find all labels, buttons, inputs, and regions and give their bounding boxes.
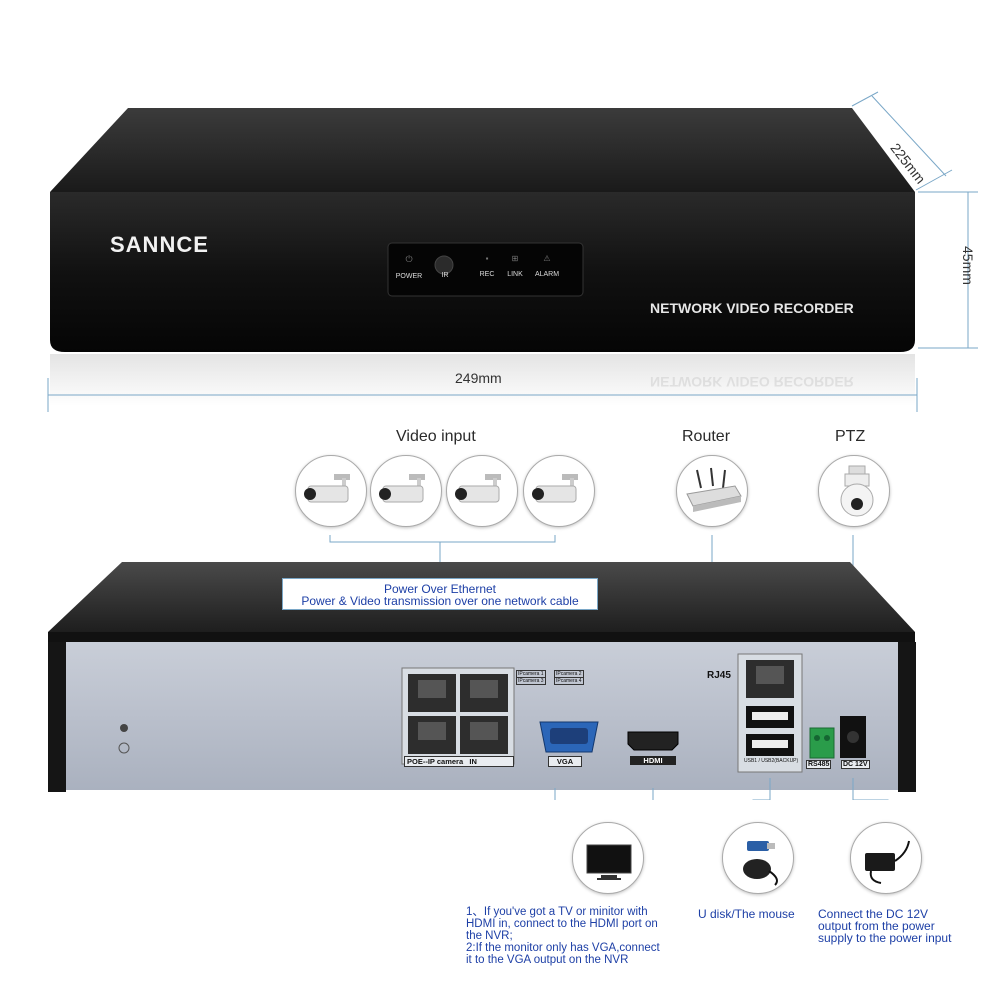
usb-mouse-badge <box>722 822 794 894</box>
monitor-caption-line: the NVR; <box>466 930 513 942</box>
front-top-surface <box>50 108 915 192</box>
hdmi-port-label: HDMI <box>630 756 676 765</box>
indicator-label: POWER <box>395 273 423 280</box>
indicator-label: REC <box>479 271 495 278</box>
router-icon <box>686 467 742 512</box>
panel-label-reflection: NETWORK VIDEO RECORDER <box>650 374 854 390</box>
poe-info-box: Power Over Ethernet Power & Video transm… <box>282 578 598 610</box>
ptz-badge <box>818 455 890 527</box>
monitor-caption-line: 1、If you've got a TV or minitor with <box>466 906 648 918</box>
power-caption: Connect the DC 12V output from the power… <box>818 908 998 944</box>
indicator-link: ⊞ LINK <box>500 254 530 278</box>
ip-camera-badge <box>523 455 595 527</box>
ptz-camera-icon <box>840 465 874 517</box>
power-adapter-badge <box>850 822 922 894</box>
usb-mouse-icon <box>743 841 778 886</box>
ip-camera-badge <box>370 455 442 527</box>
bullet-camera-icon <box>379 474 425 503</box>
nvr-front-view <box>47 91 978 412</box>
power-caption-line: output from the power <box>818 919 935 933</box>
monitor-badge <box>572 822 644 894</box>
monitor-caption-line: HDMI in, connect to the HDMI port on <box>466 918 658 930</box>
bullet-camera-icon <box>304 474 350 503</box>
ptz-title: PTZ <box>835 428 866 445</box>
ipcamera-label-grid: IPcamera 1 IPcamera 2 IPcamera 3 IPcamer… <box>516 670 588 685</box>
ir-sensor-icon: • <box>430 254 460 264</box>
video-input-title: Video input <box>396 428 476 445</box>
monitor-icon <box>586 844 632 880</box>
front-reflection <box>50 354 915 406</box>
ip-camera-badge <box>295 455 367 527</box>
power-caption-line: Connect the DC 12V <box>818 907 929 921</box>
indicator-label: IR <box>441 272 449 279</box>
router-title: Router <box>682 428 731 445</box>
monitor-caption-line: it to the VGA output on the NVR <box>466 954 629 966</box>
indicator-label: LINK <box>507 271 523 278</box>
indicator-label: ALARM <box>534 271 560 278</box>
router-badge <box>676 455 748 527</box>
monitor-caption-line: 2:If the monitor only has VGA,connect <box>466 942 660 954</box>
indicator-rec: ▪ REC <box>472 254 502 278</box>
monitor-caption: 1、If you've got a TV or minitor with HDM… <box>466 906 706 966</box>
usb-port-label: USB1 / USB2(BACKUP) <box>744 758 799 764</box>
ipcamera-label: IPcamera 3 <box>516 677 546 685</box>
network-icon: ⊞ <box>511 254 519 263</box>
indicator-power: ⏻ POWER <box>394 254 424 280</box>
poe-line-2: Power & Video transmission over one netw… <box>301 594 579 608</box>
rj45-port-label: RJ45 <box>707 670 731 681</box>
power-caption-line: supply to the power input <box>818 931 952 945</box>
poe-line-1: Power Over Ethernet <box>383 582 497 596</box>
width-dimension-label: 249mm <box>455 370 502 386</box>
indicator-panel <box>387 242 584 297</box>
brand-logo: SANNCE <box>110 232 209 257</box>
dc-port-label: DC 12V <box>841 760 870 769</box>
ip-camera-badge <box>446 455 518 527</box>
bullet-camera-icon <box>455 474 501 503</box>
panel-label: NETWORK VIDEO RECORDER <box>650 300 854 316</box>
indicator-alarm: ⚠ ALARM <box>530 254 564 278</box>
warning-icon: ⚠ <box>543 254 551 263</box>
camera-icon: ▪ <box>485 254 489 263</box>
usb-caption: U disk/The mouse <box>698 907 795 921</box>
bullet-camera-icon <box>532 474 578 503</box>
indicator-ir: • IR <box>430 254 460 279</box>
ipcamera-label: IPcamera 4 <box>554 677 584 685</box>
power-adapter-icon <box>865 840 910 884</box>
height-dimension-label: 45mm <box>960 246 976 285</box>
rs485-port-label: RS485 <box>806 760 832 769</box>
indicator-row: ⏻ POWER • IR ▪ REC ⊞ LINK ⚠ ALARM <box>392 254 582 290</box>
poe-port-label: POE--IP camera IN <box>404 756 514 767</box>
vga-port-label: VGA <box>548 756 582 767</box>
power-icon: ⏻ <box>405 254 413 264</box>
